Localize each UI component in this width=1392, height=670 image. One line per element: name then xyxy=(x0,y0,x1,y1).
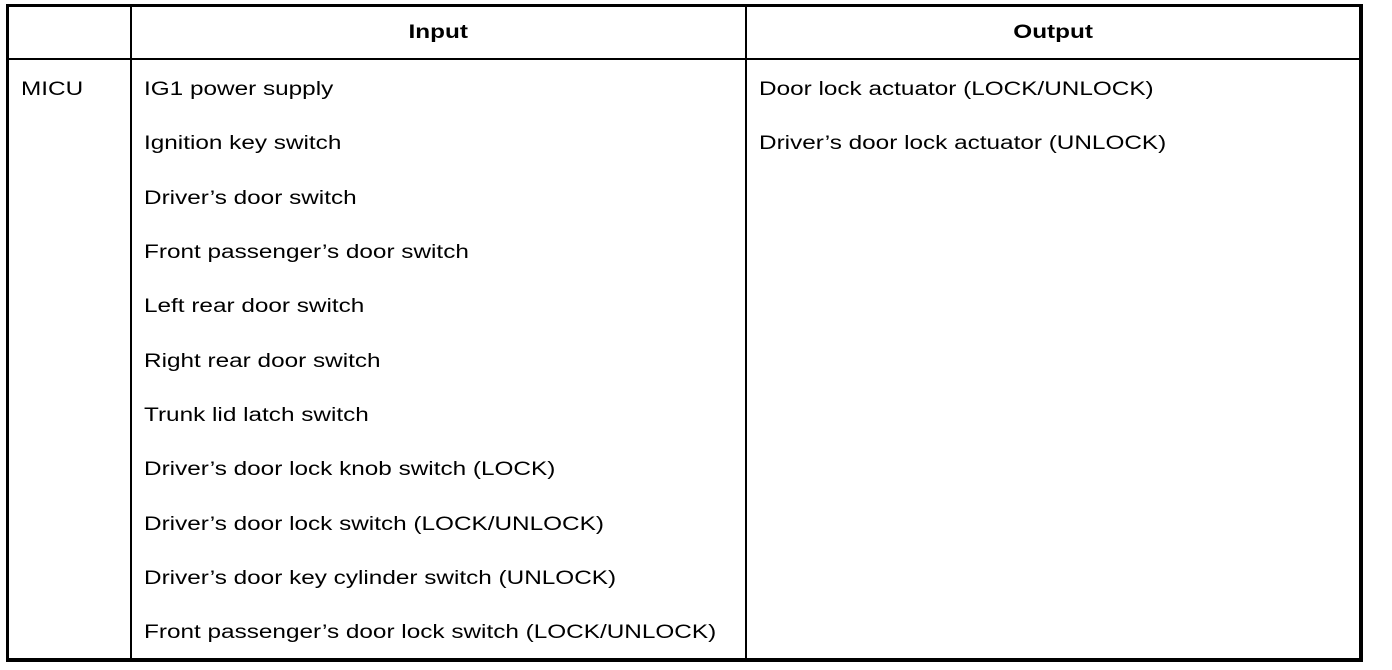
input-item: Right rear door switch xyxy=(144,334,745,388)
input-item: Trunk lid latch switch xyxy=(144,389,745,443)
output-item-label: Door lock actuator (LOCK/UNLOCK) xyxy=(759,79,1154,101)
input-item-label: Driver’s door lock knob switch (LOCK) xyxy=(144,459,556,481)
output-list-cell: Door lock actuator (LOCK/UNLOCK) Driver’s… xyxy=(747,60,1359,658)
input-item-label: Trunk lid latch switch xyxy=(144,404,369,426)
unit-label: MICU xyxy=(21,79,84,101)
input-item-label: Driver’s door key cylinder switch (UNLOC… xyxy=(144,567,617,589)
input-item-label: Ignition key switch xyxy=(144,133,342,155)
input-item-label: Driver’s door lock switch (LOCK/UNLOCK) xyxy=(144,513,604,535)
input-item-label: Left rear door switch xyxy=(144,296,365,318)
header-output-cell: Output xyxy=(747,7,1359,60)
unit-cell: MICU xyxy=(9,60,132,658)
input-item: Driver’s door lock knob switch (LOCK) xyxy=(144,443,745,497)
input-item: Front passenger’s door switch xyxy=(144,226,745,280)
input-item-label: Right rear door switch xyxy=(144,350,381,372)
output-item: Door lock actuator (LOCK/UNLOCK) xyxy=(759,63,1359,117)
header-output-label: Output xyxy=(1013,21,1093,43)
input-item: Front passenger’s door lock switch (LOCK… xyxy=(144,606,745,658)
input-item-label: IG1 power supply xyxy=(144,79,334,101)
input-item: Driver’s door switch xyxy=(144,172,745,226)
output-item-label: Driver’s door lock actuator (UNLOCK) xyxy=(759,133,1167,155)
input-item: Ignition key switch xyxy=(144,117,745,171)
input-item: Driver’s door key cylinder switch (UNLOC… xyxy=(144,552,745,606)
header-input-label: Input xyxy=(408,21,469,43)
input-item: Driver’s door lock switch (LOCK/UNLOCK) xyxy=(144,497,745,551)
input-item: IG1 power supply xyxy=(144,63,745,117)
output-item: Driver’s door lock actuator (UNLOCK) xyxy=(759,117,1359,171)
input-item-label: Driver’s door switch xyxy=(144,187,357,209)
header-input-cell: Input xyxy=(132,7,747,60)
header-unit-cell xyxy=(9,7,132,60)
input-item-label: Front passenger’s door switch xyxy=(144,242,469,264)
unit-label-line: MICU xyxy=(21,63,130,117)
input-item-label: Front passenger’s door lock switch (LOCK… xyxy=(144,622,717,644)
input-item: Left rear door switch xyxy=(144,280,745,334)
